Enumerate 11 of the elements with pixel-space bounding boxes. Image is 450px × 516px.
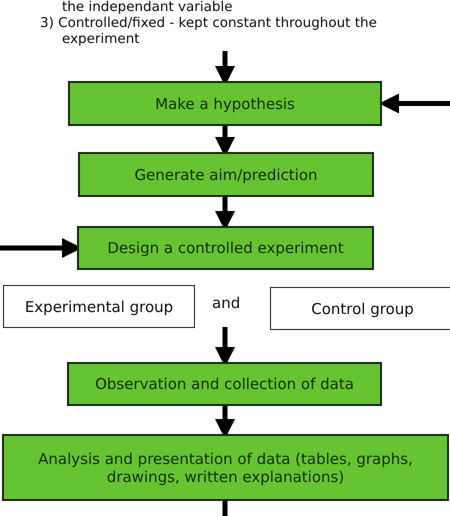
process-box: Make a hypothesis [68, 81, 382, 126]
process-box: Observation and collection of data [67, 362, 382, 406]
process-box: Design a controlled experiment [77, 226, 374, 270]
note-text: the independant variable [61, 0, 234, 16]
process-box: Control group [270, 287, 450, 330]
process-box: Experimental group [3, 285, 195, 328]
connector-line [222, 501, 228, 516]
process-box: Analysis and presentation of data (tables, graphs, drawings, written explanations) [2, 434, 449, 501]
note-text: 3) Controlled/fixed - kept constant throughout the experiment [40, 16, 378, 48]
process-box: Generate aim/prediction [78, 152, 374, 197]
connector-word: and [212, 295, 240, 313]
